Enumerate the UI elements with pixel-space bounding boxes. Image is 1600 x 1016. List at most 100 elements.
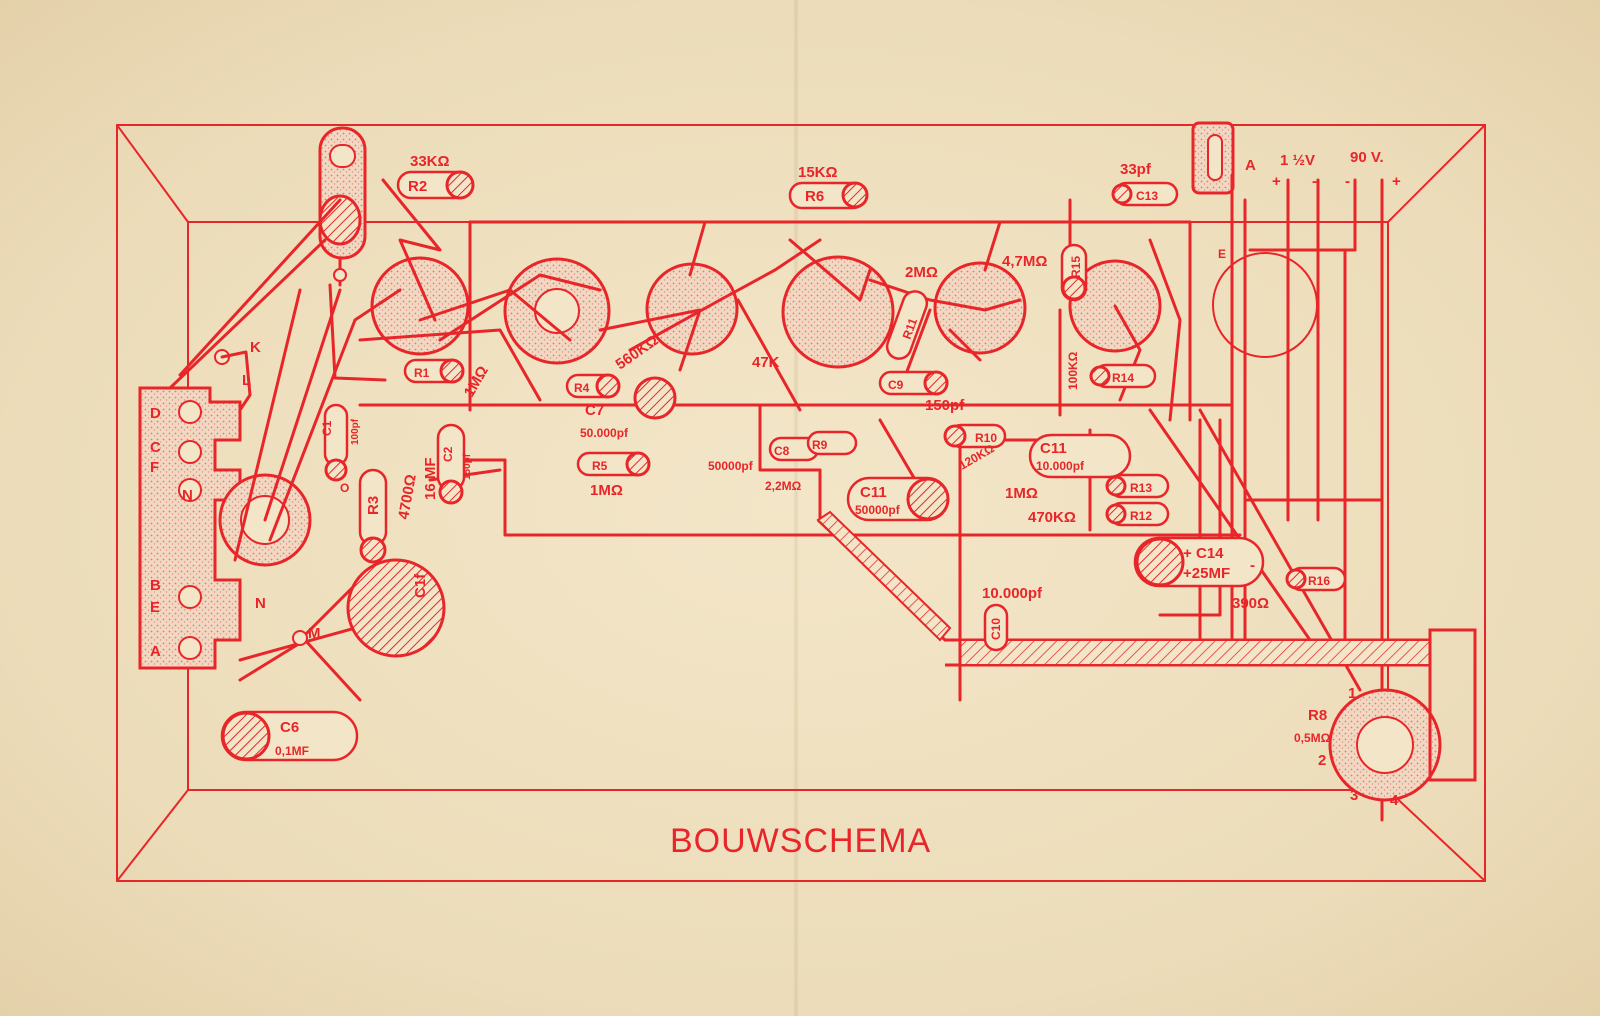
r8-pin-4: 4 (1390, 792, 1399, 809)
resistor-r15: R15 4,7MΩ 100KΩ (1002, 243, 1088, 390)
c7-value: 50.000pf (580, 426, 629, 440)
battery-high-label: 90 V. (1350, 149, 1384, 166)
capacitor-c11a: C11 50000pf (846, 476, 950, 522)
c10-label: C10 (989, 618, 1003, 640)
capacitor-c2: C2 150pf (436, 423, 473, 505)
terminal-o-label: O (340, 481, 349, 495)
r8-value: 0,5MΩ (1294, 731, 1331, 745)
resistor-r14: R14 (1089, 363, 1157, 389)
tube-socket-3 (645, 262, 739, 356)
c11a-value: 50000pf (855, 503, 901, 517)
c8-value: 50000pf (708, 459, 754, 473)
r4-value: 560KΩ (613, 332, 662, 373)
r4-label: R4 (574, 381, 590, 395)
r12-label: R12 (1130, 509, 1152, 523)
bus-a-label: A (1245, 157, 1256, 174)
bus-e-label: E (1218, 247, 1226, 261)
terminal-c-label: C (150, 439, 161, 456)
switch-kl: K L (214, 339, 261, 412)
c1-value: 100pf (350, 418, 361, 445)
battery-bus: A E 1 ½V 90 V. + - - + (1191, 121, 1401, 822)
resistor-r13: R13 1MΩ (1005, 473, 1170, 502)
c14-minus: - (1250, 557, 1255, 574)
terminal-n-label: N (182, 487, 193, 504)
terminal-a-label: A (150, 643, 161, 660)
r6-label: R6 (805, 188, 824, 205)
speaker-socket (1212, 252, 1318, 358)
terminal-n-screw (178, 478, 202, 502)
r8-pin-2: 2 (1318, 752, 1326, 769)
c1f-value: 16 MF (422, 457, 439, 500)
battery-minus-2: - (1345, 173, 1350, 190)
resistor-r10: R10 120KΩ (943, 423, 1007, 473)
battery-plus-2: + (1392, 173, 1401, 190)
r13-value: 1MΩ (1005, 485, 1038, 502)
terminal-b-label: B (150, 577, 161, 594)
r8-pin-1: 1 (1348, 685, 1356, 702)
r11-label: R11 (900, 316, 921, 341)
c6-value: 0,1MF (275, 744, 309, 758)
capacitor-c7: C7 50.000pf (580, 376, 677, 440)
r16-label: R16 (1308, 574, 1330, 588)
battery-low-label: 1 ½V (1280, 152, 1315, 169)
terminal-e-label: E (150, 599, 160, 616)
r9-label: R9 (812, 438, 828, 452)
c7-label: C7 (585, 402, 604, 419)
r13-label: R13 (1130, 481, 1152, 495)
c10-value: 10.000pf (982, 585, 1043, 602)
terminal-strip: D C F N B E A (138, 386, 242, 670)
capacitor-c14: + C14 +25MF - (1133, 536, 1265, 588)
resistor-r16: R16 390Ω (1232, 566, 1347, 612)
r3-value: 4700Ω (395, 473, 420, 521)
r15-value: 4,7MΩ (1002, 253, 1047, 270)
r3-label: R3 (365, 496, 382, 515)
resistor-r12: R12 470KΩ (1028, 501, 1170, 527)
tube-socket-1 (370, 256, 470, 356)
terminal-e-screw (178, 585, 202, 609)
tube-socket-4 (781, 255, 895, 369)
c9-value: 150pf (925, 397, 965, 414)
c2-label: C2 (441, 446, 455, 462)
terminal-c-screw (178, 440, 202, 464)
r11-value: 2MΩ (905, 264, 938, 281)
r5-label: R5 (592, 459, 608, 473)
terminal-d-label: D (150, 405, 161, 422)
r8-label: R8 (1308, 707, 1327, 724)
c6-label: C6 (280, 719, 299, 736)
r1-value: 1MΩ (461, 363, 492, 400)
diagram-title: BOUWSCHEMA (670, 822, 931, 860)
terminal-f-label: F (150, 459, 159, 476)
shielded-cable (816, 510, 1432, 702)
c2-value: 150pf (462, 453, 473, 480)
r15-label: R15 (1069, 256, 1083, 278)
capacitor-c1: C1 100pf (320, 403, 361, 482)
switch-l-label: L (242, 372, 251, 389)
battery-plus-1: + (1272, 173, 1281, 190)
r7-value: 47K (752, 354, 780, 371)
r2-label: R2 (408, 178, 427, 195)
c11b-value: 10.000pf (1036, 459, 1085, 473)
c1f-label: C1f (412, 573, 429, 598)
capacitor-c11b: C11 10.000pf (1028, 433, 1132, 479)
c14-label: C14 (1196, 545, 1224, 562)
r15b-value: 100KΩ (1066, 351, 1080, 390)
r10-label: R10 (975, 431, 997, 445)
paper-fold (793, 0, 799, 1016)
resistor-r11: R11 2MΩ (885, 264, 938, 360)
c11a-label: C11 (860, 484, 887, 501)
c11b-label: C11 (1040, 440, 1067, 457)
resistor-r2: R2 33KΩ (396, 153, 475, 200)
resistor-r9: R9 2,2MΩ (765, 430, 858, 493)
switch-n-label: N (255, 595, 266, 612)
tuning-coil (318, 126, 367, 287)
r16-value: 390Ω (1232, 595, 1269, 612)
c1-label: C1 (320, 420, 334, 436)
resistor-r5: R5 1MΩ (576, 451, 651, 499)
r6-value: 15KΩ (798, 164, 838, 181)
capacitor-c13: C13 33pf (1111, 161, 1179, 207)
r1-label: R1 (414, 366, 430, 380)
battery-minus-1: - (1312, 173, 1317, 190)
resistor-r3: R3 4700Ω (358, 468, 420, 564)
capacitor-c9: C9 150pf (878, 370, 965, 414)
capacitor-c10: C10 10.000pf (982, 585, 1043, 652)
